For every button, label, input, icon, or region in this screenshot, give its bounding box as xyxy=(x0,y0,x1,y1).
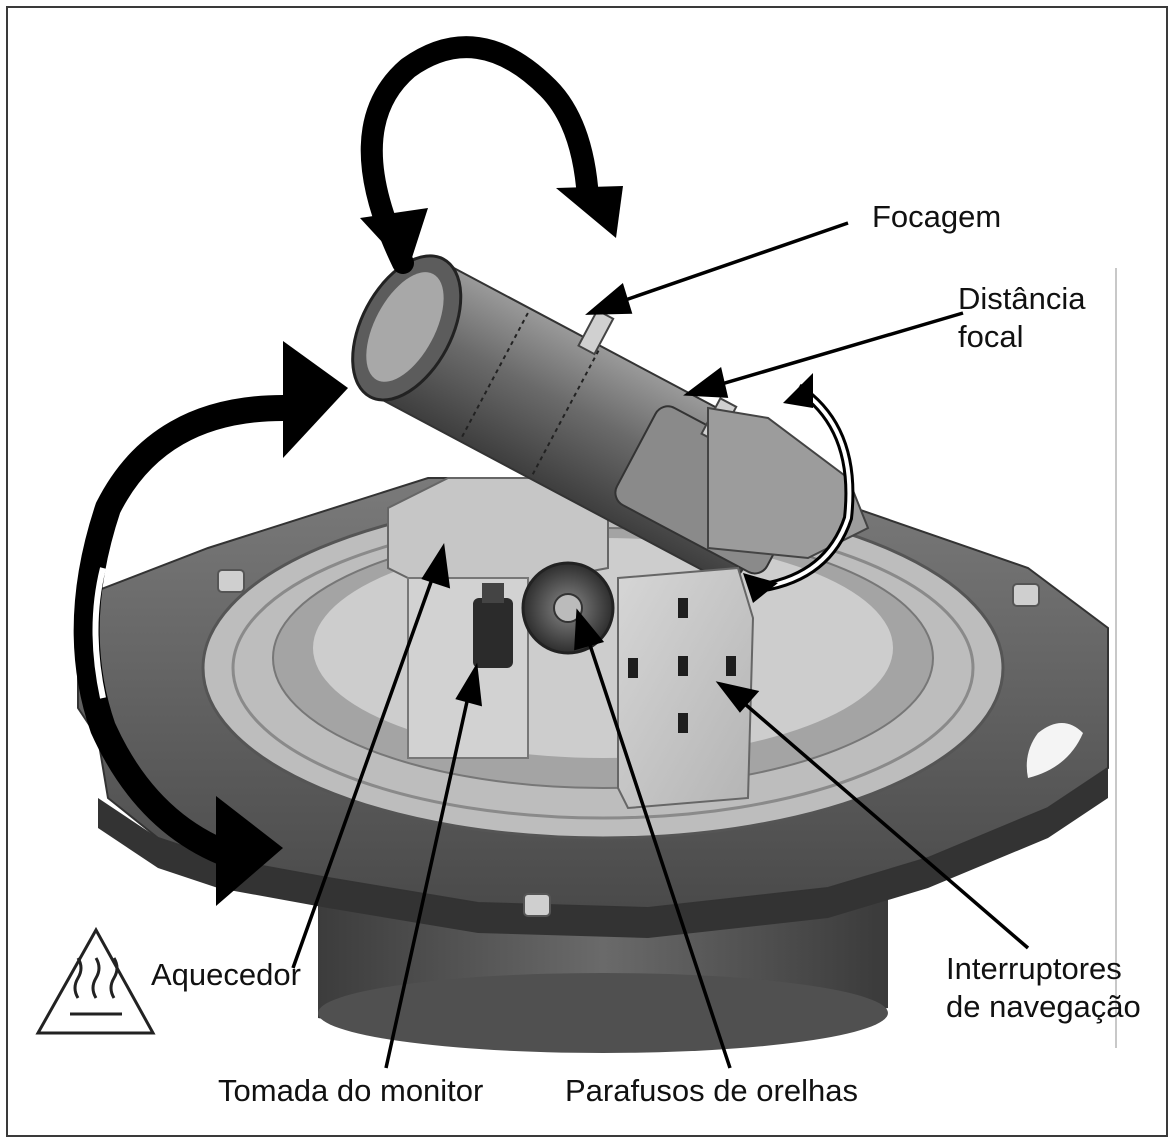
switch-board xyxy=(617,566,755,810)
callout-lines xyxy=(291,221,1030,1069)
label-aquecedor: Aquecedor xyxy=(151,957,301,992)
hot-surface-warning-icon xyxy=(35,926,156,1035)
rotation-arrows xyxy=(73,36,855,906)
label-focagem: Focagem xyxy=(872,199,1002,234)
label-tomada-monitor: Tomada do monitor xyxy=(218,1073,484,1108)
label-parafusos-orelhas: Parafusos de orelhas xyxy=(565,1073,858,1108)
label-interruptores-navegacao: Interruptores de navegação xyxy=(946,951,1141,1024)
label-distancia-focal: Distância focal xyxy=(958,281,1086,354)
camera-illustration xyxy=(35,36,1117,1069)
monitor-socket xyxy=(473,583,513,668)
figure-frame: Focagem Distância focal Aquecedor Tomada… xyxy=(6,6,1168,1137)
lens-housing xyxy=(707,406,870,560)
